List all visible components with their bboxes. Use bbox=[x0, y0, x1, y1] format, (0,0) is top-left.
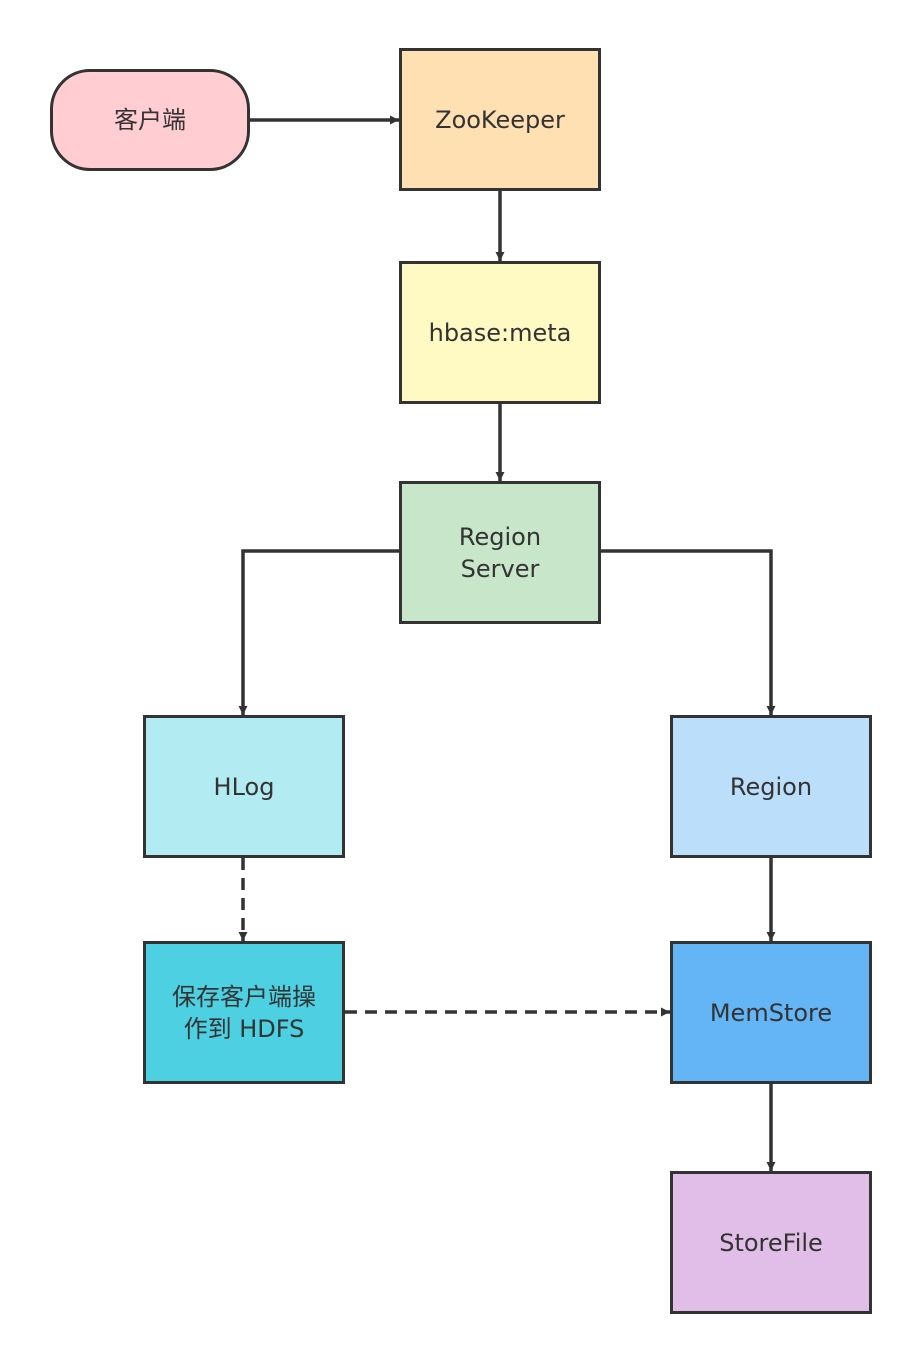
edge-region-server-to-hlog bbox=[238, 549, 399, 715]
node-zookeeper-label: ZooKeeper bbox=[435, 105, 565, 134]
node-memstore-label: MemStore bbox=[709, 998, 833, 1027]
node-region-server-label: Region Server bbox=[458, 522, 542, 583]
node-region-label: Region bbox=[729, 772, 813, 801]
node-hdfs-label: 保存客户端操 作到 HDFS bbox=[172, 982, 316, 1043]
node-region-server[interactable]: Region Server bbox=[399, 481, 601, 624]
node-client-label: 客户端 bbox=[114, 106, 186, 134]
node-storefile-label: StoreFile bbox=[719, 1228, 823, 1257]
node-region[interactable]: Region bbox=[670, 715, 872, 858]
node-memstore[interactable]: MemStore bbox=[670, 941, 872, 1084]
node-hlog[interactable]: HLog bbox=[143, 715, 345, 858]
edges-layer bbox=[238, 115, 776, 1171]
node-hdfs[interactable]: 保存客户端操 作到 HDFS bbox=[143, 941, 345, 1084]
node-hbase-meta[interactable]: hbase:meta bbox=[399, 261, 601, 404]
node-client[interactable]: 客户端 bbox=[50, 69, 250, 171]
node-hlog-label: HLog bbox=[213, 772, 275, 801]
node-zookeeper[interactable]: ZooKeeper bbox=[399, 48, 601, 191]
node-storefile[interactable]: StoreFile bbox=[670, 1171, 872, 1314]
edge-region-server-to-region bbox=[601, 549, 776, 715]
node-hbase-meta-label: hbase:meta bbox=[428, 318, 572, 347]
